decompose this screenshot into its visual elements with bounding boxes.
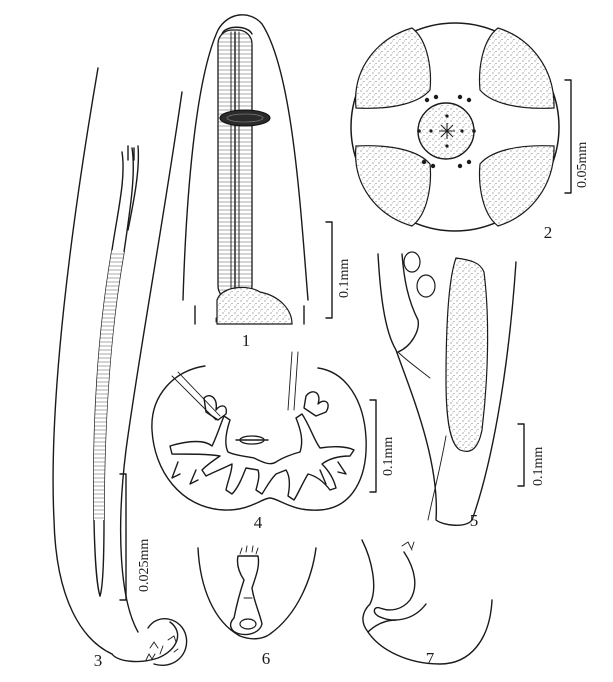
figure-label-5: 5 bbox=[470, 511, 479, 530]
figure-label-1: 1 bbox=[242, 331, 251, 350]
scale-label-fig2: 0.05mm bbox=[575, 142, 590, 188]
figure-label-7: 7 bbox=[426, 649, 435, 668]
scale-bar-fig2: 0.05mm bbox=[564, 79, 590, 194]
figure-label-6: 6 bbox=[262, 649, 271, 668]
scale-label-fig1: 0.1mm bbox=[337, 259, 352, 298]
figure-1-anterior-end bbox=[182, 14, 309, 325]
figure-7-vulval-flap bbox=[361, 539, 493, 665]
figure-5-female-tail bbox=[377, 251, 517, 526]
figure-2-en-face-view bbox=[350, 22, 560, 232]
scale-label-fig5: 0.1mm bbox=[531, 447, 546, 486]
figure-3-spicules bbox=[52, 67, 188, 666]
scale-label-fig4: 0.1mm bbox=[381, 437, 396, 476]
scale-label-fig3: 0.025mm bbox=[137, 539, 152, 592]
figure-label-2: 2 bbox=[544, 223, 553, 242]
figure-4-bursa bbox=[151, 351, 367, 511]
scale-bar-fig1: 0.1mm bbox=[325, 221, 352, 319]
figure-6-gubernaculum bbox=[197, 545, 317, 640]
figure-label-4: 4 bbox=[254, 513, 263, 532]
scale-bar-fig4: 0.1mm bbox=[369, 399, 396, 493]
scale-bar-fig5: 0.1mm bbox=[517, 423, 546, 487]
figure-label-3: 3 bbox=[94, 651, 103, 670]
scale-bar-fig3: 0.025mm bbox=[119, 473, 152, 601]
